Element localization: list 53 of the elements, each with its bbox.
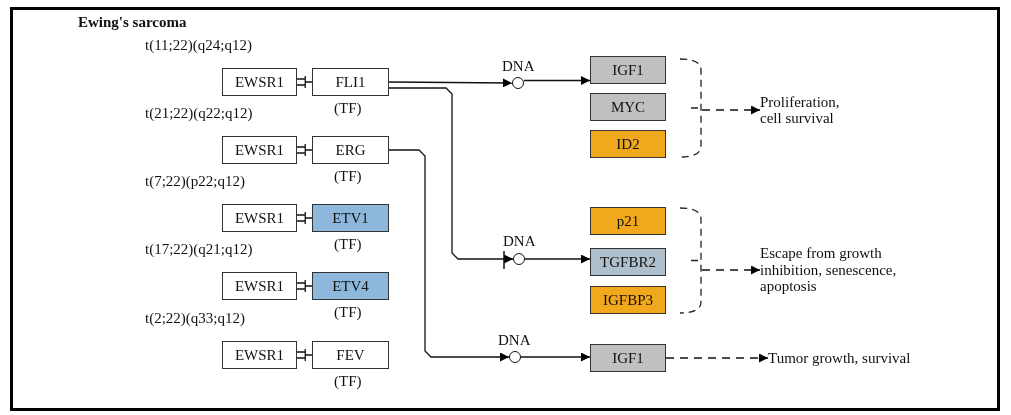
group-bracket — [680, 58, 702, 158]
type-note: (TF) — [334, 304, 362, 321]
gene-box: ETV1 — [312, 204, 389, 232]
outcome-text: Escape from growth inhibition, senescence, apoptosis — [760, 243, 940, 297]
fusion-link — [296, 348, 313, 362]
translocation-label: t(21;22)(q22;q12) — [145, 105, 253, 122]
gene-box: EWSR1 — [222, 204, 297, 232]
gene-box: EWSR1 — [222, 136, 297, 164]
arrow — [523, 76, 591, 85]
gene-box: TGFBR2 — [590, 248, 666, 276]
gene-box: ERG — [312, 136, 389, 164]
outcome-text: Proliferation, cell survival — [760, 92, 860, 128]
gene-box: FEV — [312, 341, 389, 369]
dna-circle — [509, 351, 521, 363]
fusion-link — [296, 75, 313, 89]
gene-box: IGF1 — [590, 56, 666, 84]
dna-label: DNA — [503, 233, 536, 250]
gene-box: IGFBP3 — [590, 286, 666, 314]
dashed-arrow — [665, 353, 769, 363]
dashed-arrow — [701, 265, 761, 275]
gene-box: FLI1 — [312, 68, 389, 96]
type-note: (TF) — [334, 168, 362, 185]
arrow — [388, 87, 514, 264]
fusion-link — [296, 279, 313, 293]
group-bracket — [680, 207, 702, 314]
fusion-link — [296, 211, 313, 225]
gene-box: EWSR1 — [222, 272, 297, 300]
dna-circle — [512, 77, 524, 89]
gene-box: ETV4 — [312, 272, 389, 300]
gene-box: ID2 — [590, 130, 666, 158]
type-note: (TF) — [334, 100, 362, 117]
diagram-title: Ewing's sarcoma — [78, 14, 187, 31]
gene-box: p21 — [590, 207, 666, 235]
gene-box: MYC — [590, 93, 666, 121]
translocation-label: t(17;22)(q21;q12) — [145, 241, 253, 258]
arrow — [524, 254, 591, 264]
fusion-link — [296, 143, 313, 157]
dna-label: DNA — [498, 332, 531, 349]
translocation-label: t(7;22)(p22;q12) — [145, 173, 245, 190]
gene-box: EWSR1 — [222, 68, 297, 96]
type-note: (TF) — [334, 236, 362, 253]
type-note: (TF) — [334, 373, 362, 390]
gene-box: EWSR1 — [222, 341, 297, 369]
arrow — [388, 149, 510, 362]
translocation-label: t(11;22)(q24;q12) — [145, 37, 252, 54]
dashed-arrow — [701, 105, 761, 115]
outcome-text: Tumor growth, survival — [768, 348, 968, 368]
gene-box: IGF1 — [590, 344, 666, 372]
arrow — [388, 78, 513, 88]
translocation-label: t(2;22)(q33;q12) — [145, 310, 245, 327]
dna-label: DNA — [502, 58, 535, 75]
dna-circle — [513, 253, 525, 265]
arrow — [520, 352, 591, 362]
